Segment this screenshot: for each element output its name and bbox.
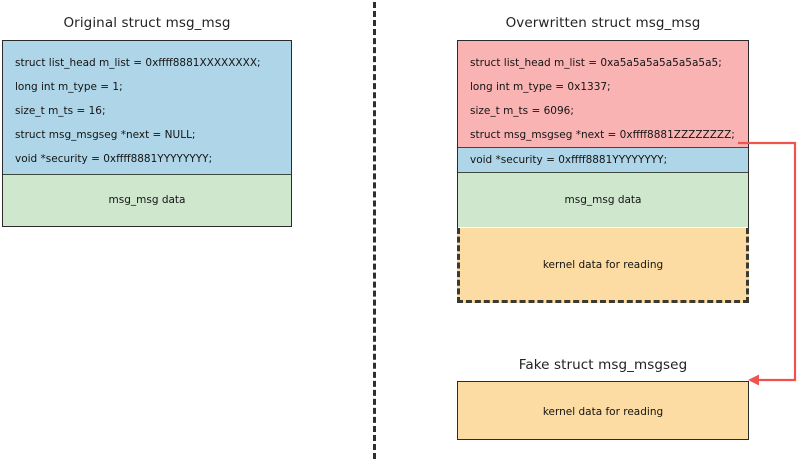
kernel-data-oob-bottom-edge <box>457 300 749 303</box>
panel-divider <box>373 2 376 459</box>
field-next-overwritten: struct msg_msgseg *next = 0xffff8881ZZZZ… <box>470 129 735 141</box>
field-m-ts: size_t m_ts = 16; <box>15 105 106 117</box>
fake-struct-data-label: kernel data for reading <box>542 406 664 418</box>
field-security: void *security = 0xffff8881YYYYYYYY; <box>15 153 213 165</box>
overwritten-struct-data-band: msg_msg data <box>458 173 748 227</box>
kernel-data-oob-box: kernel data for reading <box>457 228 749 303</box>
field-next: struct msg_msgseg *next = NULL; <box>15 129 196 141</box>
field-m-list: struct list_head m_list = 0xffff8881XXXX… <box>15 57 261 69</box>
field-m-list-overwritten: struct list_head m_list = 0xa5a5a5a5a5a5… <box>470 57 722 69</box>
field-m-type-overwritten: long int m_type = 0x1337; <box>470 81 611 93</box>
kernel-data-oob-label: kernel data for reading <box>542 259 664 271</box>
title-original-struct: Original struct msg_msg <box>63 15 231 31</box>
title-overwritten-struct: Overwritten struct msg_msg <box>505 15 701 31</box>
kernel-data-oob-left-edge <box>457 228 460 303</box>
field-security-overwritten: void *security = 0xffff8881YYYYYYYY; <box>470 154 668 166</box>
overwritten-data-label: msg_msg data <box>564 194 642 206</box>
title-fake-struct: Fake struct msg_msgseg <box>518 357 688 373</box>
field-m-ts-overwritten: size_t m_ts = 6096; <box>470 105 574 117</box>
fake-struct-box: kernel data for reading <box>457 381 749 440</box>
original-struct-box: struct list_head m_list = 0xffff8881XXXX… <box>2 40 292 227</box>
original-data-label: msg_msg data <box>108 194 186 206</box>
overwritten-struct-header-band: struct list_head m_list = 0xa5a5a5a5a5a5… <box>458 41 748 148</box>
original-struct-header-band: struct list_head m_list = 0xffff8881XXXX… <box>3 41 291 175</box>
original-struct-data-band: msg_msg data <box>3 175 291 227</box>
overwritten-struct-box: struct list_head m_list = 0xa5a5a5a5a5a5… <box>457 40 749 229</box>
next-pointer-arrowhead <box>748 374 759 386</box>
field-m-type: long int m_type = 1; <box>15 81 123 93</box>
overwritten-struct-security-band: void *security = 0xffff8881YYYYYYYY; <box>458 148 748 173</box>
